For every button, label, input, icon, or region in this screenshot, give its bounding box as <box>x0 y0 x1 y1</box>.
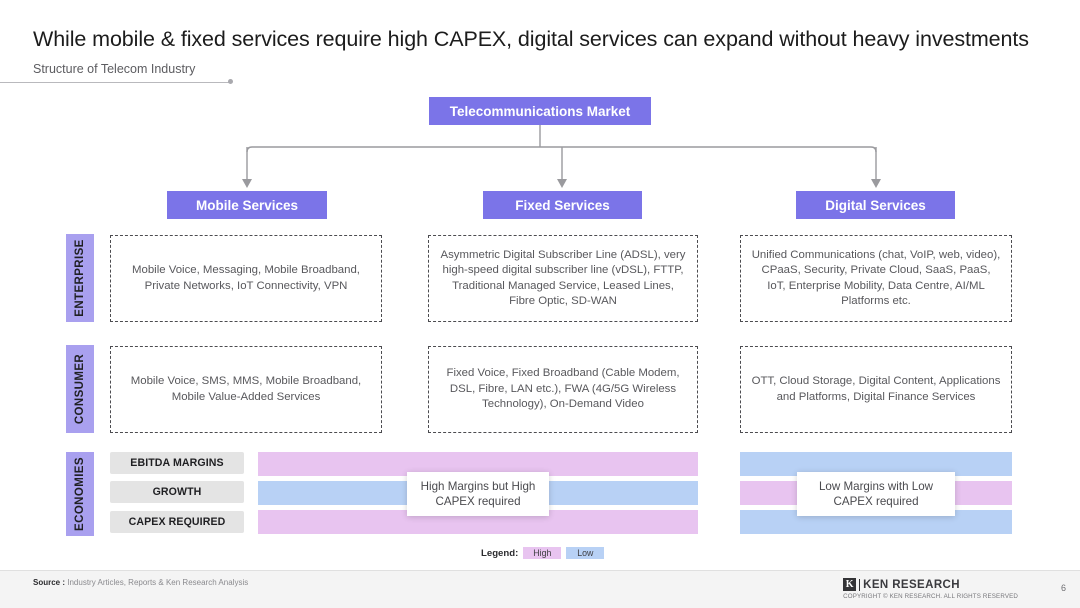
page-number: 6 <box>1060 583 1066 593</box>
legend-chip-high: High <box>523 547 562 559</box>
ken-research-mark-icon: K <box>843 578 857 591</box>
copyright-text: COPYRIGHT © KEN RESEARCH. ALL RIGHTS RES… <box>843 593 1018 600</box>
row-label-consumer: CONSUMER <box>66 345 94 433</box>
cell-consumer-fixed: Fixed Voice, Fixed Broadband (Cable Mode… <box>428 346 698 433</box>
row-label-consumer-text: CONSUMER <box>74 353 87 425</box>
row-label-enterprise: ENTERPRISE <box>66 234 94 322</box>
legend-label: Legend: <box>481 547 519 559</box>
callout-digital: Low Margins with Low CAPEX required <box>797 472 955 516</box>
cell-consumer-mobile: Mobile Voice, SMS, MMS, Mobile Broadband… <box>110 346 382 433</box>
subtitle-underline <box>0 82 231 83</box>
source-note: Source : Industry Articles, Reports & Ke… <box>33 578 248 587</box>
node-telecommunications-market[interactable]: Telecommunications Market <box>429 97 651 125</box>
brand-logo: K KEN RESEARCH COPYRIGHT © KEN RESEARCH.… <box>843 578 1018 600</box>
cell-enterprise-digital: Unified Communications (chat, VoIP, web,… <box>740 235 1012 322</box>
node-mobile-services[interactable]: Mobile Services <box>167 191 327 219</box>
metric-ebitda-margins: EBITDA MARGINS <box>110 452 244 474</box>
node-fixed-services[interactable]: Fixed Services <box>483 191 642 219</box>
page-title: While mobile & fixed services require hi… <box>33 27 1029 51</box>
metric-growth: GROWTH <box>110 481 244 503</box>
node-digital-services[interactable]: Digital Services <box>796 191 955 219</box>
callout-mobile-fixed: High Margins but High CAPEX required <box>407 472 549 516</box>
source-text: Industry Articles, Reports & Ken Researc… <box>67 578 249 587</box>
row-label-economies: ECONOMIES <box>66 452 94 536</box>
cell-enterprise-fixed: Asymmetric Digital Subscriber Line (ADSL… <box>428 235 698 322</box>
cell-enterprise-mobile: Mobile Voice, Messaging, Mobile Broadban… <box>110 235 382 322</box>
metric-capex-required: CAPEX REQUIRED <box>110 511 244 533</box>
cell-consumer-digital: OTT, Cloud Storage, Digital Content, App… <box>740 346 1012 433</box>
brand-divider <box>859 578 861 591</box>
legend: Legend: High Low <box>481 547 605 559</box>
row-label-enterprise-text: ENTERPRISE <box>74 239 86 317</box>
source-label: Source : <box>33 578 66 587</box>
page-subtitle: Structure of Telecom Industry <box>33 62 196 76</box>
row-label-economies-text: ECONOMIES <box>74 457 87 531</box>
subtitle-end-dot <box>228 79 233 84</box>
legend-chip-low: Low <box>566 547 605 559</box>
footer-bar <box>0 570 1080 608</box>
brand-name: KEN RESEARCH <box>863 578 960 591</box>
